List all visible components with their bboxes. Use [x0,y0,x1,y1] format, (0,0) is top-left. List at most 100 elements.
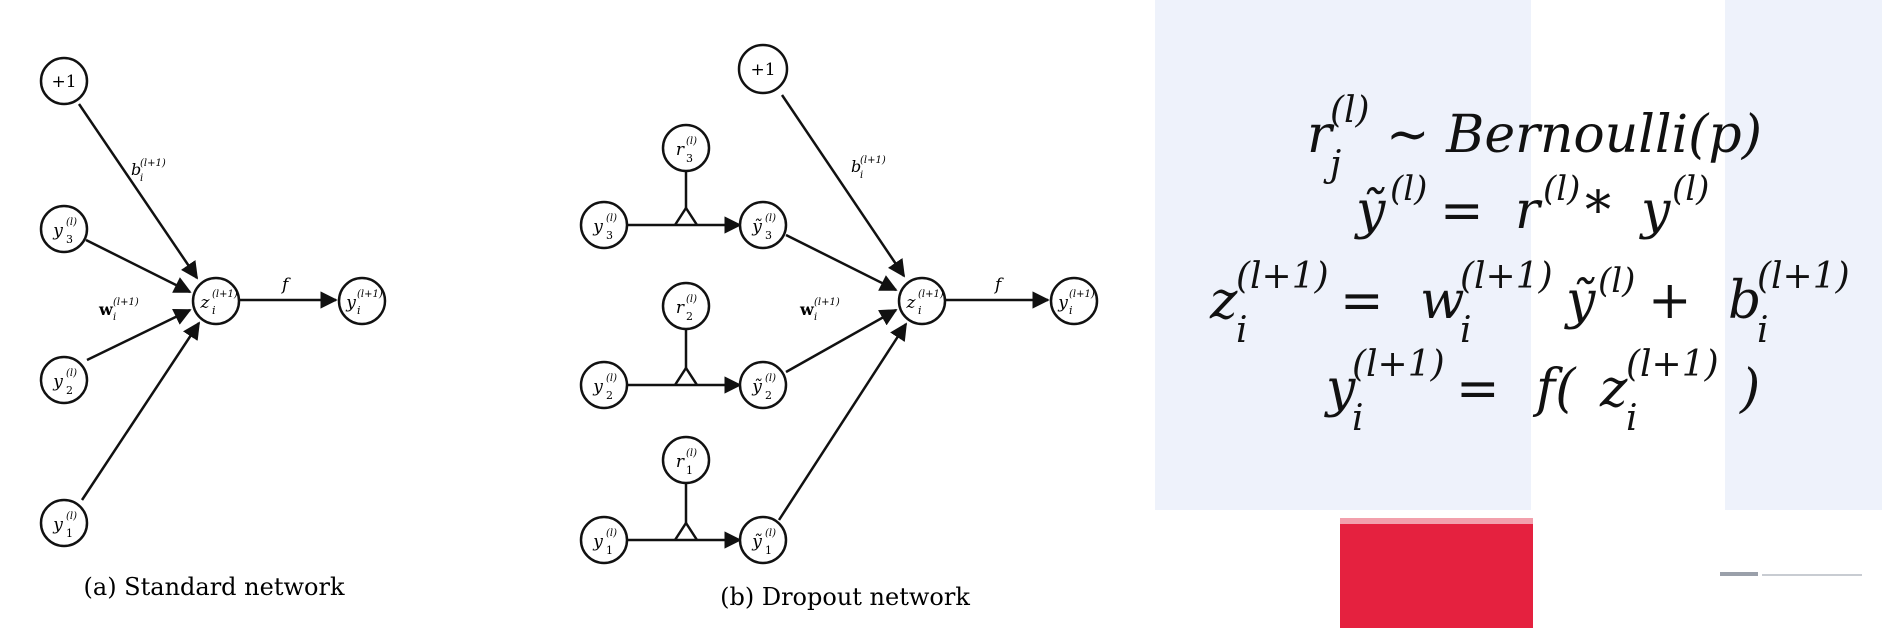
input-node-dropout-y3-sup: (l) [606,213,617,224]
mask-node-r2-base: r [676,298,685,318]
weight-label-dropout-sub: i [814,312,817,323]
bias-weight-label-dropout: b [851,157,861,176]
bias-node [39,56,89,106]
input-node-dropout-y2-sup: (l) [606,373,617,384]
eq2-mult: * [1585,181,1611,241]
bias-weight-label-dropout-sub: i [860,170,863,181]
eq4-op: = [1456,359,1500,419]
output-node-dropout-base: y [1057,293,1068,313]
eq2-rhs-b: y [1639,181,1671,241]
eq1-lhs-sup: (l) [1330,90,1370,131]
thinned-node-1-sub: 1 [765,544,772,557]
eq3-b-sup: (l+1) [1757,256,1850,297]
weight-label-dropout-sup: (l+1) [814,297,840,308]
activation-label-dropout: f [993,275,1004,295]
input-node-y3 [39,204,89,254]
input-node-y3-base: y [52,221,63,241]
bias-weight-label-dropout-sup: (l+1) [860,155,886,166]
thinned-node-2 [738,360,788,410]
sum-node-sup: (l+1) [212,289,238,300]
output-node-dropout-sup: (l+1) [1069,289,1095,300]
sum-node-dropout-sup: (l+1) [918,289,944,300]
mask-node-r3-sup: (l) [686,136,697,147]
eq2-op: = [1440,181,1484,241]
input-node-y2-sup: (l) [66,368,77,379]
standard-network-diagram: +1 y 3 (l) y 2 (l) y 1 (l) z i (l+1) y i… [39,56,387,601]
edge-bias-to-sum [77,103,199,280]
activation-label: f [280,275,291,295]
edge-thinned1-to-sum [777,322,908,521]
eq2-lhs-base: ỹ [1354,181,1386,241]
input-node-y1-base: y [52,515,63,535]
eq3-lhs-sub: i [1236,310,1248,351]
thinned-node-2-base: ỹ [751,377,762,397]
mask-node-r3 [661,123,711,173]
bias-node-label: +1 [51,72,76,92]
mask-node-r3-base: r [676,140,685,160]
sum-node [191,276,241,326]
bias-weight-label: b [131,160,141,179]
eq2-rhs-a-sup: (l) [1543,169,1580,209]
input-node-dropout-y1 [579,515,629,565]
bias-weight-label-sup: (l+1) [140,158,166,169]
input-node-dropout-y3-base: y [592,217,603,237]
eq2-lhs-sup: (l) [1390,169,1427,209]
mask-node-r1-sup: (l) [686,448,697,459]
eq4-z-sup: (l+1) [1626,344,1719,385]
sum-node-dropout-sub: i [918,304,922,317]
input-node-y1-sup: (l) [66,511,77,522]
eq3-b-sub: i [1757,310,1769,351]
thinned-node-3-base: ỹ [751,217,762,237]
output-node-base: y [345,293,356,313]
mask-connectors [673,170,699,541]
output-node-sup: (l+1) [357,289,383,300]
caption-standard-network: (a) Standard network [84,573,345,601]
output-node-sub: i [357,304,361,317]
input-node-y2 [39,355,89,405]
output-node-dropout-sub: i [1069,304,1073,317]
edge-thinned2-to-sum [785,308,898,374]
thinned-node-3-sub: 3 [765,229,772,242]
input-node-dropout-y1-base: y [592,532,603,552]
eq3-b-base: b [1728,271,1761,331]
eq3-plus: + [1648,271,1692,331]
weight-label-sup: (l+1) [113,297,139,308]
input-node-dropout-y1-sup: (l) [606,528,617,539]
thinned-node-1 [738,515,788,565]
eq3-w-base: w [1420,271,1465,331]
thinned-node-1-base: ỹ [751,532,762,552]
bias-node-dropout-label: +1 [750,60,775,80]
thinned-node-3-sup: (l) [765,213,776,224]
mask-node-r2-sub: 2 [686,310,693,323]
eq2-rhs-b-sup: (l) [1672,169,1709,209]
output-node-dropout [1049,276,1099,326]
eq4-z-sub: i [1626,398,1638,439]
dropout-network-diagram: +1 r 3 (l) r 2 (l) r 1 (l) y 3 (l) y 2 (… [579,43,1099,611]
thinned-node-1-sup: (l) [765,528,776,539]
eq3-lhs-base: z [1209,271,1238,331]
eq2-rhs-a: r [1515,181,1543,241]
mask-node-r3-sub: 3 [686,152,693,165]
edge-bias-to-sum-dropout [780,94,906,278]
eq3-w-sub: i [1460,310,1472,351]
output-node [337,276,387,326]
weight-label-sub: i [113,312,116,323]
dropout-equations: r j (l) ~ Bernoulli(p) ỹ (l) = r (l) * y… [1209,90,1850,439]
bias-node-dropout [737,43,789,95]
input-node-y3-sub: 3 [66,233,73,246]
input-node-y3-sup: (l) [66,217,77,228]
sum-node-sub: i [212,304,216,317]
red-block [1340,518,1533,628]
weight-label-dropout: w [799,300,815,319]
input-node-y2-sub: 2 [66,384,73,397]
thinned-node-2-sub: 2 [765,389,772,402]
sum-node-base: z [200,293,211,313]
input-node-dropout-y2 [579,360,629,410]
input-node-y1-sub: 1 [66,527,73,540]
input-node-dropout-y3-sub: 3 [606,229,613,242]
eq1-lhs-base: r [1307,105,1335,165]
caption-dropout-network: (b) Dropout network [720,583,970,611]
eq4-close: ) [1739,359,1760,419]
eq3-w-sup: (l+1) [1460,256,1553,297]
mask-node-r1-base: r [676,452,685,472]
